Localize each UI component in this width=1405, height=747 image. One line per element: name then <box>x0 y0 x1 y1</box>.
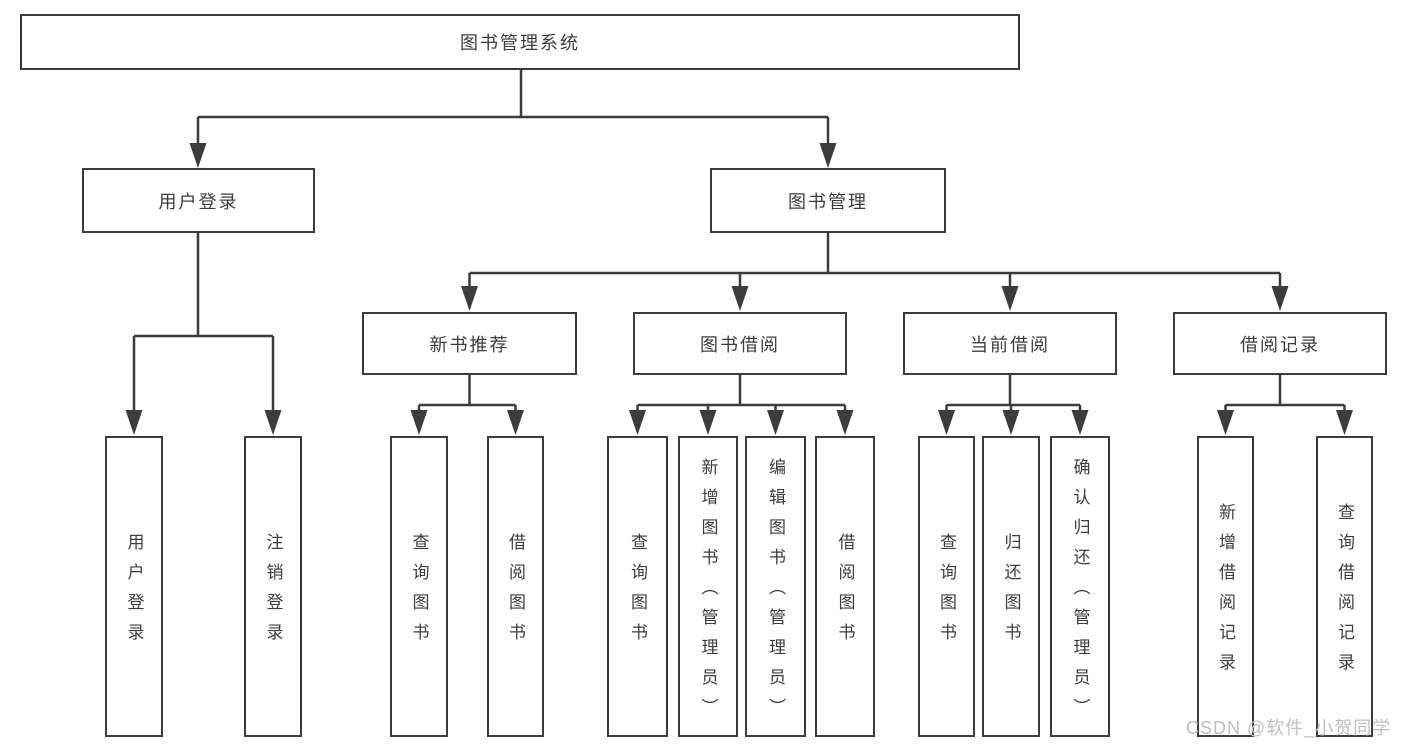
arrowhead-icon <box>507 410 524 435</box>
node-label: 确认归还（管理员） <box>1070 458 1090 728</box>
leaf-query-books-recommend: 查询图书 <box>390 436 448 737</box>
leaf-add-book-admin: 新增图书（管理员） <box>678 436 738 737</box>
node-borrow-records: 借阅记录 <box>1173 312 1387 375</box>
node-label: 查询借阅记录 <box>1335 503 1354 683</box>
arrowhead-icon <box>1336 410 1353 435</box>
arrowhead-icon <box>938 410 955 435</box>
arrowhead-icon <box>1071 410 1089 435</box>
leaf-return-books: 归还图书 <box>982 436 1040 737</box>
node-label: 当前借阅 <box>970 334 1050 355</box>
node-label: 图书借阅 <box>700 334 780 355</box>
node-user-login: 用户登录 <box>82 168 315 233</box>
arrowhead-icon <box>699 410 717 435</box>
node-label: 图书管理系统 <box>460 33 580 53</box>
node-label: 借阅图书 <box>835 533 855 653</box>
node-label: 新书推荐 <box>429 334 510 355</box>
leaf-query-borrow-record: 查询借阅记录 <box>1316 436 1373 737</box>
node-label: 图书管理 <box>788 191 868 212</box>
leaf-logout: 注销登录 <box>244 436 302 737</box>
leaf-query-books-borrowing: 查询图书 <box>607 436 668 737</box>
node-current-borrowing: 当前借阅 <box>903 312 1117 375</box>
node-book-borrowing: 图书借阅 <box>633 312 847 375</box>
arrowhead-icon <box>189 143 207 168</box>
arrowhead-icon <box>410 410 428 435</box>
leaf-borrow-books: 借阅图书 <box>815 436 875 737</box>
arrowhead-icon <box>125 410 143 435</box>
node-label: 借阅图书 <box>506 533 525 653</box>
arrowhead-icon <box>836 410 854 435</box>
arrowhead-icon <box>1002 410 1020 435</box>
arrowhead-icon <box>1271 286 1289 311</box>
node-label: 用户登录 <box>124 533 144 653</box>
node-label: 编辑图书（管理员） <box>766 458 785 728</box>
node-label: 注销登录 <box>263 533 283 653</box>
leaf-user-login: 用户登录 <box>105 436 163 737</box>
node-label: 查询图书 <box>409 533 429 653</box>
node-label: 查询图书 <box>937 533 956 653</box>
leaf-borrow-books-recommend: 借阅图书 <box>487 436 544 737</box>
watermark: CSDN @软件_小贺同学 <box>1186 718 1392 738</box>
leaf-edit-book-admin: 编辑图书（管理员） <box>745 436 806 737</box>
node-system-root: 图书管理系统 <box>20 14 1020 70</box>
node-label: 查询图书 <box>628 533 647 653</box>
node-new-book-recommendation: 新书推荐 <box>362 312 577 375</box>
node-label: 借阅记录 <box>1240 334 1320 355</box>
node-label: 用户登录 <box>158 191 239 212</box>
arrowhead-icon <box>264 410 282 435</box>
node-label: 新增图书（管理员） <box>698 458 718 728</box>
arrowhead-icon <box>461 286 478 311</box>
arrowhead-icon <box>767 410 784 435</box>
node-label: 归还图书 <box>1001 533 1021 653</box>
node-label: 新增借阅记录 <box>1216 503 1235 683</box>
node-book-management: 图书管理 <box>710 168 946 233</box>
leaf-query-books-current: 查询图书 <box>918 436 975 737</box>
leaf-add-borrow-record: 新增借阅记录 <box>1197 436 1254 737</box>
arrowhead-icon <box>731 286 749 311</box>
arrowhead-icon <box>629 410 646 435</box>
arrowhead-icon <box>1217 410 1234 435</box>
arrowhead-icon <box>1001 286 1019 311</box>
arrowhead-icon <box>819 143 837 168</box>
leaf-confirm-return-admin: 确认归还（管理员） <box>1050 436 1110 737</box>
